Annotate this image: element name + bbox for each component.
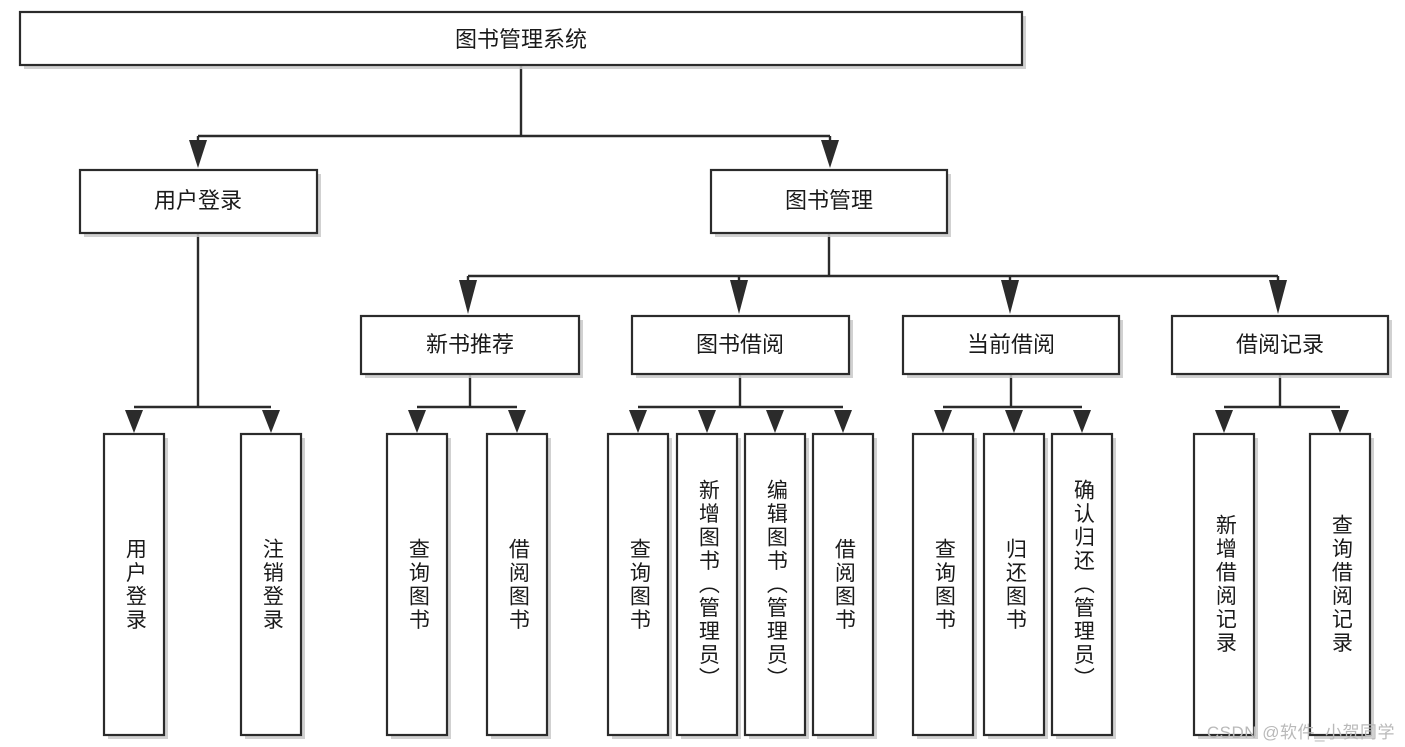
connector-group-new-book-recommend-to-leaves bbox=[408, 374, 526, 433]
arrow-head-leaf-add-book-admin bbox=[698, 410, 716, 433]
arrow-head-leaf-user-logout bbox=[262, 410, 280, 433]
node-new-book-recommend[interactable]: 新书推荐 bbox=[359, 314, 583, 378]
arrow-head-leaf-user-login bbox=[125, 410, 143, 433]
connector-group-root-to-level2 bbox=[189, 65, 839, 168]
node-borrow-record-label: 借阅记录 bbox=[1236, 332, 1324, 357]
node-current-borrow[interactable]: 当前借阅 bbox=[901, 314, 1123, 378]
leaf-add-book-admin-box[interactable] bbox=[675, 432, 739, 737]
watermark-text: CSDN @软件_小贺同学 bbox=[1206, 723, 1395, 742]
leaf-user-logout-box[interactable] bbox=[239, 432, 303, 737]
arrow-head-book-borrow bbox=[730, 280, 748, 314]
node-root-label: 图书管理系统 bbox=[455, 27, 587, 52]
node-user-login[interactable]: 用户登录 bbox=[78, 168, 321, 237]
leaf-query-borrow-record-box[interactable] bbox=[1308, 432, 1372, 737]
leaf-borrow-book-box[interactable] bbox=[811, 432, 875, 737]
node-book-manage[interactable]: 图书管理 bbox=[709, 168, 951, 237]
arrow-head-borrow-record bbox=[1269, 280, 1287, 314]
leaf-query-book-current-box[interactable] bbox=[911, 432, 975, 737]
leaf-confirm-return-admin-box[interactable] bbox=[1050, 432, 1114, 737]
connector-group-current-borrow-to-leaves bbox=[934, 374, 1091, 433]
node-borrow-record[interactable]: 借阅记录 bbox=[1170, 314, 1392, 378]
leaf-box-group bbox=[102, 432, 1374, 739]
node-borrow-record-box[interactable] bbox=[1170, 314, 1390, 376]
node-book-borrow[interactable]: 图书借阅 bbox=[630, 314, 853, 378]
leaf-edit-book-admin-box[interactable] bbox=[743, 432, 807, 737]
arrow-head-leaf-borrow-book bbox=[834, 410, 852, 433]
node-root-box[interactable] bbox=[18, 10, 1024, 67]
arrow-head-leaf-edit-book-admin bbox=[766, 410, 784, 433]
node-new-book-recommend-label: 新书推荐 bbox=[426, 332, 514, 357]
leaf-add-borrow-record-box[interactable] bbox=[1192, 432, 1256, 737]
node-book-borrow-label: 图书借阅 bbox=[696, 332, 784, 357]
arrow-head-leaf-query-borrow-record bbox=[1331, 410, 1349, 433]
arrow-head-leaf-return-book bbox=[1005, 410, 1023, 433]
node-user-login-label: 用户登录 bbox=[154, 188, 242, 213]
arrow-head-leaf-add-borrow-record bbox=[1215, 410, 1233, 433]
node-book-manage-label: 图书管理 bbox=[785, 188, 873, 213]
node-current-borrow-label: 当前借阅 bbox=[967, 332, 1055, 357]
leaf-user-login-box[interactable] bbox=[102, 432, 166, 737]
arrow-head-leaf-query-book-recommend bbox=[408, 410, 426, 433]
arrow-head-leaf-borrow-book-recommend bbox=[508, 410, 526, 433]
connector-group-user-login-to-leaves bbox=[125, 233, 280, 433]
leaf-borrow-book-recommend-box[interactable] bbox=[485, 432, 549, 737]
connector-group-book-borrow-to-leaves bbox=[629, 374, 852, 433]
arrow-head-new-book-recommend bbox=[459, 280, 477, 314]
node-book-borrow-box[interactable] bbox=[630, 314, 851, 376]
connector-group-borrow-record-to-leaves bbox=[1215, 374, 1349, 433]
connector-group-book-manage-to-level3 bbox=[459, 233, 1287, 314]
leaf-return-book-box[interactable] bbox=[982, 432, 1046, 737]
arrow-head-user-login bbox=[189, 140, 207, 168]
node-user-login-box[interactable] bbox=[78, 168, 319, 235]
arrow-head-leaf-confirm-return-admin bbox=[1073, 410, 1091, 433]
leaf-query-book-recommend-box[interactable] bbox=[385, 432, 449, 737]
arrow-head-current-borrow bbox=[1001, 280, 1019, 314]
leaf-query-book-borrow-box[interactable] bbox=[606, 432, 670, 737]
node-book-manage-box[interactable] bbox=[709, 168, 949, 235]
arrow-head-book-manage bbox=[821, 140, 839, 168]
node-current-borrow-box[interactable] bbox=[901, 314, 1121, 376]
arrow-head-leaf-query-book-current bbox=[934, 410, 952, 433]
node-root[interactable]: 图书管理系统 bbox=[18, 10, 1026, 69]
node-new-book-recommend-box[interactable] bbox=[359, 314, 581, 376]
arrow-head-leaf-query-book-borrow bbox=[629, 410, 647, 433]
